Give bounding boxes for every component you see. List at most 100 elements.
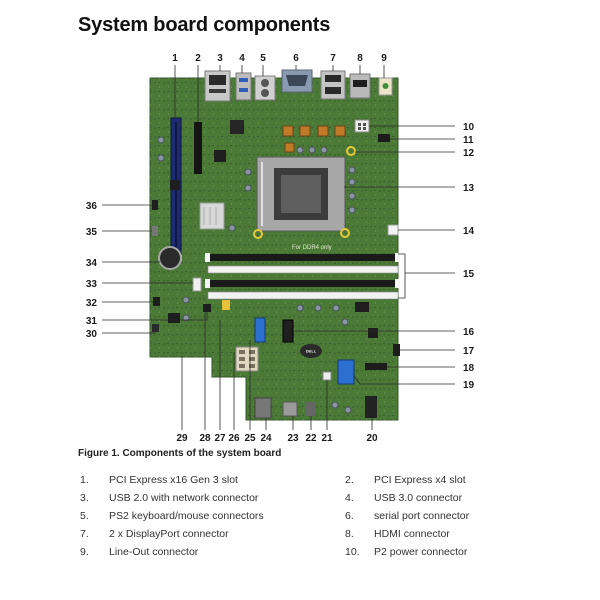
capacitors (157, 136, 356, 414)
header-connector (365, 363, 387, 370)
callout-label-6: 6 (293, 53, 299, 64)
rear-io-panel (204, 69, 393, 102)
power-pin (239, 350, 245, 354)
board-lower-parts: DELL (235, 317, 400, 419)
callout-label-20: 20 (366, 433, 378, 444)
callout-label-17: 17 (463, 346, 475, 357)
ic-chip (230, 120, 244, 134)
callout-label-12: 12 (463, 148, 475, 159)
component-list-item: 8. HDMI connector (345, 525, 545, 543)
callout-label-11: 11 (463, 135, 474, 146)
board-connectors-top-right (346, 119, 399, 236)
component-list-item: 2.PCI Express x4 slot (345, 471, 545, 489)
component-list-item: 6. serial port connector (345, 507, 545, 525)
power-pin (249, 350, 255, 354)
sata-connector (254, 317, 266, 343)
ic-chip (214, 150, 226, 162)
item-number: 7. (80, 528, 89, 540)
mounting-hole (340, 228, 350, 238)
callout-label-8: 8 (357, 53, 363, 64)
item-label: PS2 keyboard/mouse connectors (109, 510, 264, 522)
header-connector (152, 226, 158, 236)
item-label: USB 2.0 with network connector (109, 492, 259, 504)
callout-label-36: 36 (86, 201, 98, 212)
capacitor (341, 318, 349, 326)
capacitor (296, 304, 304, 312)
header-connector (393, 344, 400, 356)
capacitor (308, 146, 316, 154)
vrm-chokes (282, 125, 346, 153)
capacitor (157, 154, 165, 162)
header-connector (153, 297, 160, 306)
callout-label-15: 15 (463, 269, 475, 280)
capacitor (348, 192, 356, 200)
callouts-top: 1 2 3 4 5 6 7 8 9 (172, 53, 387, 64)
callout-label-24: 24 (260, 433, 272, 444)
figure-caption: Figure 1. Components of the system board (78, 448, 282, 459)
usb3-port (239, 78, 248, 82)
callout-label-3: 3 (217, 53, 223, 64)
component-list-item: 9. Line-Out connector (80, 543, 345, 561)
mounting-hole (253, 229, 263, 239)
sata-connector (282, 319, 294, 343)
capacitor (244, 184, 252, 192)
component-list-item: 10.P2 power connector (345, 543, 545, 561)
capacitor (348, 206, 356, 214)
ps2-connectors (254, 75, 276, 101)
callout-label-9: 9 (381, 53, 387, 64)
p2-pin (363, 127, 366, 130)
component-list-item: 3. USB 2.0 with network connector (80, 489, 345, 507)
callouts-bottom: 29 28 27 26 25 24 23 22 21 20 (176, 433, 378, 444)
item-label: serial port connector (374, 510, 470, 522)
ic-chip (168, 313, 180, 323)
callout-label-25: 25 (244, 433, 256, 444)
callout-label-34: 34 (86, 258, 98, 269)
choke (299, 125, 311, 137)
processor-socket (253, 156, 350, 239)
capacitor (182, 296, 190, 304)
component-list-item: 4.USB 3.0 connector (345, 489, 545, 507)
choke (282, 125, 294, 137)
item-label: HDMI connector (374, 528, 450, 540)
item-number: 5. (80, 510, 89, 522)
power-pin (249, 357, 255, 361)
capacitor (244, 168, 252, 176)
callout-label-21: 21 (321, 433, 333, 444)
item-number: 6. (345, 510, 354, 522)
callout-label-1: 1 (172, 53, 178, 64)
header-connector (322, 371, 332, 381)
dimm-latch (205, 279, 210, 288)
dimm-latch (395, 279, 400, 288)
usb3-connector (235, 72, 252, 101)
front-connector (365, 396, 377, 418)
callout-label-23: 23 (287, 433, 299, 444)
front-connector (282, 401, 298, 417)
item-number: 8. (345, 528, 354, 540)
pcie-x4-slot (194, 122, 202, 174)
capacitor (332, 304, 340, 312)
front-usb-connector (254, 397, 272, 419)
callouts-right: 10 11 12 13 14 15 16 17 18 19 (463, 122, 475, 391)
capacitor (348, 166, 356, 174)
capacitor (314, 304, 322, 312)
dimm-slot (207, 291, 399, 300)
callout-label-7: 7 (330, 53, 336, 64)
p2-power-connector (354, 119, 370, 133)
item-number: 9. (80, 546, 89, 558)
item-label: Line-Out connector (109, 546, 199, 558)
callouts-left: 36 35 34 33 32 31 30 (86, 201, 98, 340)
item-number: 3. (80, 492, 89, 504)
callout-leader-19 (353, 375, 455, 385)
item-number: 1. (80, 474, 89, 486)
component-list-item: 7.2 x DisplayPort connector (80, 525, 345, 543)
item-label: PCI Express x4 slot (374, 474, 466, 486)
component-list: 1.PCI Express x16 Gen 3 slot 2.PCI Expre… (80, 471, 545, 561)
dimm-latch (395, 253, 400, 262)
item-number: 4. (345, 492, 354, 504)
dimm-slot (207, 265, 399, 274)
callout-label-35: 35 (86, 227, 98, 238)
component-list-item: 5. PS2 keyboard/mouse connectors (80, 507, 345, 525)
usb2-port (209, 89, 226, 93)
choke (317, 125, 329, 137)
p2-pin (358, 127, 361, 130)
